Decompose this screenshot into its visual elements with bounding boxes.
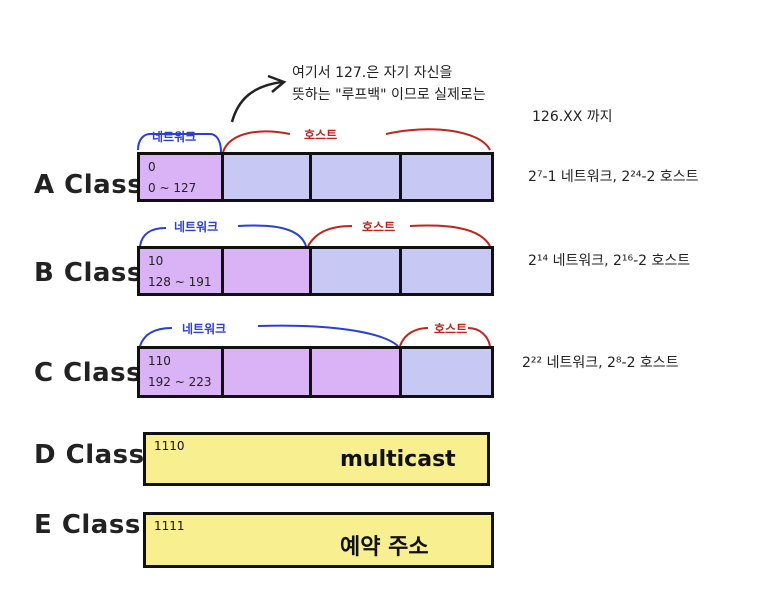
loopback-note-line2: 뜻하는 "루프백" 이므로 실제로는 bbox=[292, 87, 486, 103]
b-network-label: 네트워크 bbox=[174, 220, 219, 234]
b-host-octet-3 bbox=[312, 249, 402, 293]
c-host-bracket bbox=[399, 327, 491, 347]
d-class-box: 1110 multicast bbox=[143, 432, 490, 486]
b-host-label: 호스트 bbox=[362, 220, 396, 234]
c-host-label: 호스트 bbox=[434, 322, 468, 336]
c-network-octet-2 bbox=[224, 349, 312, 395]
a-network-bracket bbox=[137, 133, 222, 153]
e-class-purpose: 예약 주소 bbox=[340, 535, 429, 560]
c-class-summary: 2²² 네트워크, 2⁸-2 호스트 bbox=[522, 355, 679, 371]
c-network-octet-1: 110 192 ~ 223 bbox=[140, 349, 224, 395]
c-network-octet-3 bbox=[312, 349, 402, 395]
c-leading-bits: 110 bbox=[148, 354, 171, 368]
a-leading-bits: 0 bbox=[148, 160, 156, 174]
b-leading-bits: 10 bbox=[148, 254, 164, 268]
a-host-bracket bbox=[222, 128, 491, 153]
b-class-address-row: 10 128 ~ 191 bbox=[137, 246, 494, 296]
e-class-box: 1111 예약 주소 bbox=[143, 512, 494, 568]
a-network-label: 네트워크 bbox=[152, 130, 197, 144]
d-leading-bits: 1110 bbox=[154, 439, 185, 453]
b-first-octet-range: 128 ~ 191 bbox=[148, 275, 212, 289]
note-arrow bbox=[230, 80, 283, 123]
c-class-label: C Class bbox=[34, 358, 143, 388]
b-class-label: B Class bbox=[34, 258, 143, 288]
c-network-bracket bbox=[139, 324, 399, 347]
c-class-address-row: 110 192 ~ 223 bbox=[137, 346, 494, 398]
e-leading-bits: 1111 bbox=[154, 519, 185, 533]
a-host-octet-4 bbox=[402, 155, 491, 199]
b-host-octet-4 bbox=[402, 249, 491, 293]
c-first-octet-range: 192 ~ 223 bbox=[148, 375, 212, 389]
a-class-address-row: 0 0 ~ 127 bbox=[137, 152, 494, 202]
c-host-octet-4 bbox=[402, 349, 491, 395]
e-class-label: E Class bbox=[34, 510, 141, 540]
b-class-summary: 2¹⁴ 네트워크, 2¹⁶-2 호스트 bbox=[528, 253, 691, 269]
d-class-label: D Class bbox=[34, 440, 145, 470]
b-host-bracket bbox=[307, 224, 491, 247]
a-network-octet: 0 0 ~ 127 bbox=[140, 155, 224, 199]
c-network-label: 네트워크 bbox=[182, 322, 227, 336]
a-first-octet-range: 0 ~ 127 bbox=[148, 181, 197, 195]
a-host-octet-2 bbox=[224, 155, 312, 199]
loopback-note-line3: 126.XX 까지 bbox=[532, 109, 613, 125]
b-network-octet-2 bbox=[224, 249, 312, 293]
a-class-summary: 2⁷-1 네트워크, 2²⁴-2 호스트 bbox=[528, 169, 699, 185]
note-arrow-head bbox=[267, 74, 287, 93]
b-network-octet-1: 10 128 ~ 191 bbox=[140, 249, 224, 293]
loopback-note: 여기서 127.은 자기 자신을 뜻하는 "루프백" 이므로 실제로는 126.… bbox=[292, 62, 732, 128]
d-class-purpose: multicast bbox=[340, 447, 456, 472]
a-host-label: 호스트 bbox=[304, 128, 338, 142]
a-host-octet-3 bbox=[312, 155, 402, 199]
loopback-note-line1: 여기서 127.은 자기 자신을 bbox=[292, 65, 453, 81]
b-network-bracket bbox=[139, 224, 307, 247]
a-class-label: A Class bbox=[34, 170, 144, 200]
